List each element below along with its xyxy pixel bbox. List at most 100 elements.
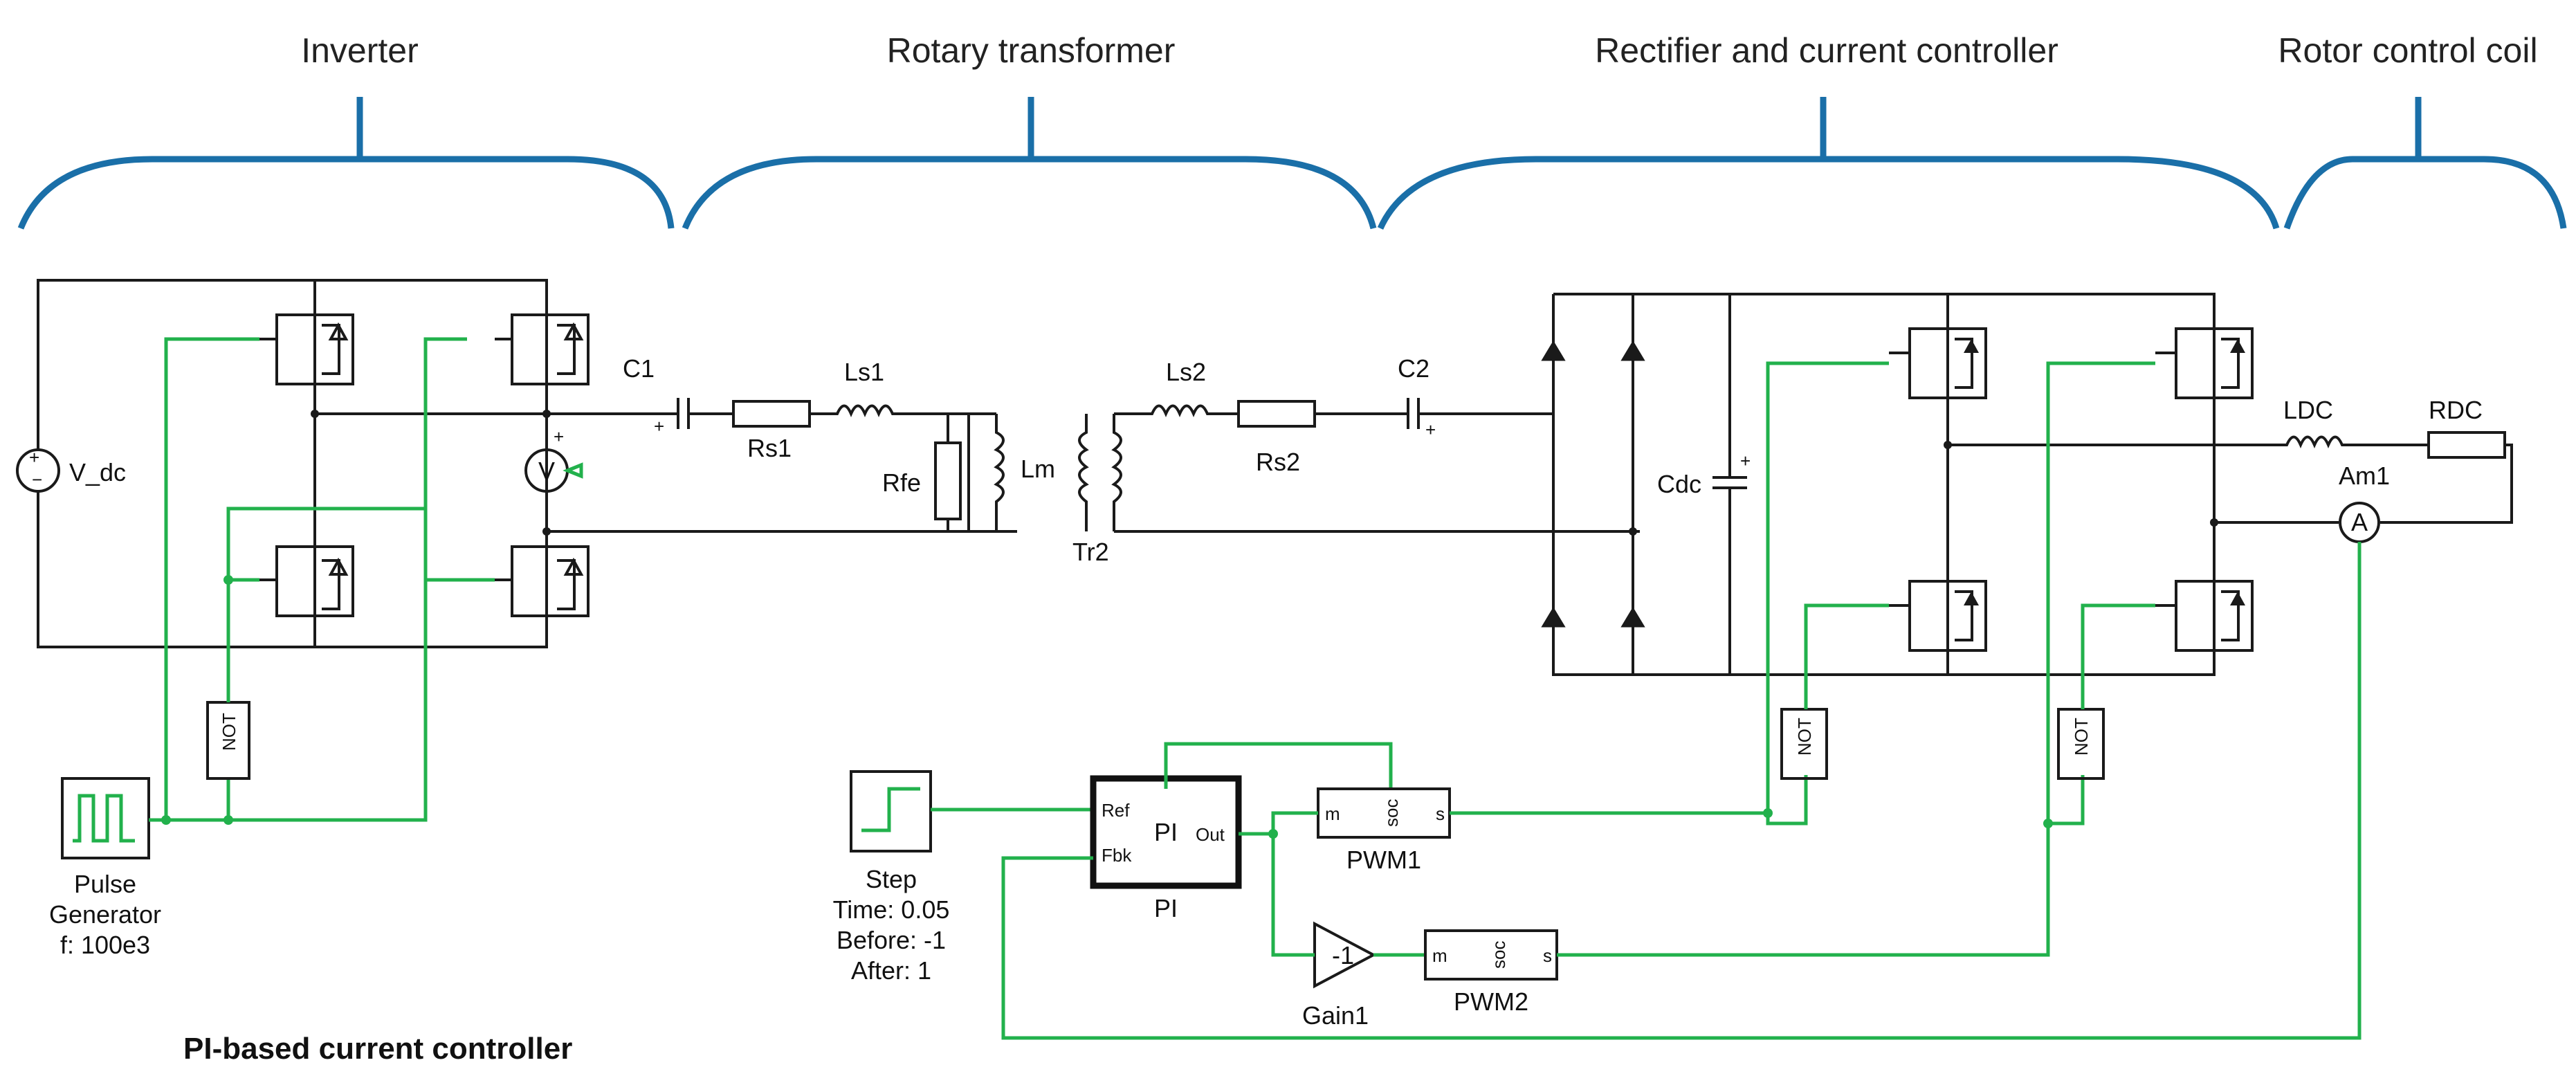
pi-core-label: PI	[1154, 818, 1178, 846]
gain-value: -1	[1332, 941, 1354, 969]
capacitor-c1	[640, 398, 733, 429]
am1-label: Am1	[2339, 462, 2390, 490]
dc-plus-sign: +	[29, 447, 39, 468]
inverter-mosfet-1	[259, 313, 354, 385]
pulse-generator-line2: Generator	[49, 900, 161, 929]
inductor-ls2	[1114, 404, 1239, 418]
pwm1-m-port: m	[1325, 803, 1340, 824]
diode-3	[1541, 607, 1566, 628]
pwm2-soc-port: soc	[1488, 941, 1509, 969]
not-gate-3-label: NOT	[2071, 718, 2092, 756]
inductor-lm	[994, 414, 1005, 531]
pi-to-pwm1-wire	[1239, 811, 1318, 836]
junction-dot	[542, 527, 551, 536]
transformer-secondary	[1111, 414, 1122, 531]
vdc-top-wire	[37, 279, 548, 450]
lm-label: Lm	[1021, 455, 1055, 483]
rectifier-frame	[1552, 293, 2216, 676]
resistor-rs2	[1237, 400, 1316, 428]
capacitor-cdc	[1712, 294, 1747, 675]
c2-label: C2	[1398, 354, 1429, 383]
pi-out-port: Out	[1196, 824, 1225, 845]
pwm1-name: PWM1	[1346, 846, 1421, 874]
cdc-plus-sign: +	[1740, 450, 1751, 471]
brace-rotor-coil	[2283, 97, 2567, 230]
junction-dot	[542, 410, 551, 418]
chopper-mosfet-4	[2155, 580, 2254, 652]
vm-plus-sign: +	[554, 426, 564, 447]
brace-rectifier	[1377, 97, 2280, 230]
step-after: After: 1	[851, 956, 931, 985]
tr2-label: Tr2	[1072, 538, 1109, 566]
diode-4	[1620, 607, 1645, 628]
rs1-label: Rs1	[747, 434, 792, 462]
step-title: Step	[866, 865, 917, 893]
capacitor-c2	[1315, 398, 1553, 429]
pi-to-gain-wire	[1271, 834, 1315, 957]
junction-dot	[2043, 819, 2053, 828]
not-gate-2-label: NOT	[1794, 718, 1815, 756]
vdc-label: V_dc	[69, 458, 126, 486]
transformer-primary	[1078, 414, 1089, 531]
section-title-rectifier: Rectifier and current controller	[1595, 31, 2058, 70]
gate-wire-top-right	[149, 337, 467, 822]
not3-to-gate-bottom	[2081, 603, 2155, 709]
junction-dot	[223, 575, 233, 585]
voltmeter-output	[563, 462, 583, 479]
c1-label: C1	[623, 354, 655, 383]
resistor-rs1	[732, 400, 811, 428]
pwm1-to-not2	[1766, 775, 1808, 826]
rectifier-circuit: Cdc +	[1541, 293, 2254, 676]
rotor-coil-circuit: LDC RDC A Am1	[1948, 396, 2513, 543]
ldc-label: LDC	[2283, 396, 2333, 424]
step-waveform-icon	[861, 787, 920, 832]
caption: PI-based current controller	[183, 1032, 572, 1066]
pulse-generator-line1: Pulse	[74, 870, 136, 898]
voltmeter-symbol: V	[538, 457, 555, 485]
resistor-rfe	[934, 441, 962, 520]
brace-inverter	[17, 97, 675, 230]
pulse-generator-line3: f: 100e3	[60, 931, 150, 959]
inductor-ldc	[1948, 435, 2429, 449]
control-signals: Pulse Generator f: 100e3 NOT Step Time: …	[49, 337, 2362, 1040]
step-time: Time: 0.05	[833, 895, 950, 924]
c1-plus-sign: +	[654, 416, 664, 437]
junction-dot	[161, 815, 171, 825]
diode-2	[1620, 340, 1645, 361]
not-gate-1-label: NOT	[219, 713, 239, 751]
rotary-transformer-circuit: C1 + Rs1 Ls1 Rfe Lm Tr2 Ls2 Rs2 C2 +	[623, 354, 1640, 566]
not2-to-gate-bottom	[1804, 603, 1889, 709]
chopper-mosfet-1	[1889, 327, 1987, 399]
vdc-bottom-wire	[37, 491, 548, 648]
pi-fbk-port: Fbk	[1102, 845, 1132, 866]
rs2-label: Rs2	[1256, 448, 1300, 476]
pwm1-to-gate-top	[1450, 361, 1889, 815]
ls1-label: Ls1	[844, 358, 884, 386]
rfe-label: Rfe	[882, 468, 921, 497]
pwm2-name: PWM2	[1454, 987, 1528, 1016]
section-title-inverter: Inverter	[301, 31, 419, 70]
junction-dot	[1763, 808, 1773, 818]
section-title-rotary-transformer: Rotary transformer	[887, 31, 1176, 70]
pwm2-m-port: m	[1432, 945, 1447, 966]
rotor-return-wire	[2380, 444, 2513, 524]
chopper-mosfet-3	[1889, 580, 1987, 652]
junction-dot	[311, 410, 319, 418]
gate-wire-top-left	[164, 337, 259, 820]
inverter-mosfet-2	[495, 313, 590, 385]
rdc-label: RDC	[2429, 396, 2483, 424]
pwm1-s-port: s	[1436, 803, 1445, 824]
chopper-mosfet-2	[2155, 327, 2254, 399]
ammeter-symbol: A	[2351, 508, 2368, 536]
diode-1	[1541, 340, 1566, 361]
pwm2-s-port: s	[1543, 945, 1552, 966]
pwm1-soc-port: soc	[1381, 799, 1402, 827]
inverter-mosfet-3	[259, 545, 354, 617]
junction-dot	[1629, 527, 1637, 536]
inductor-ls1	[810, 404, 970, 531]
ls2-label: Ls2	[1166, 358, 1206, 386]
soc-feedback-wire	[1164, 742, 1393, 789]
brace-rotary-transformer	[682, 97, 1377, 230]
inverter-mosfet-4	[495, 545, 590, 617]
